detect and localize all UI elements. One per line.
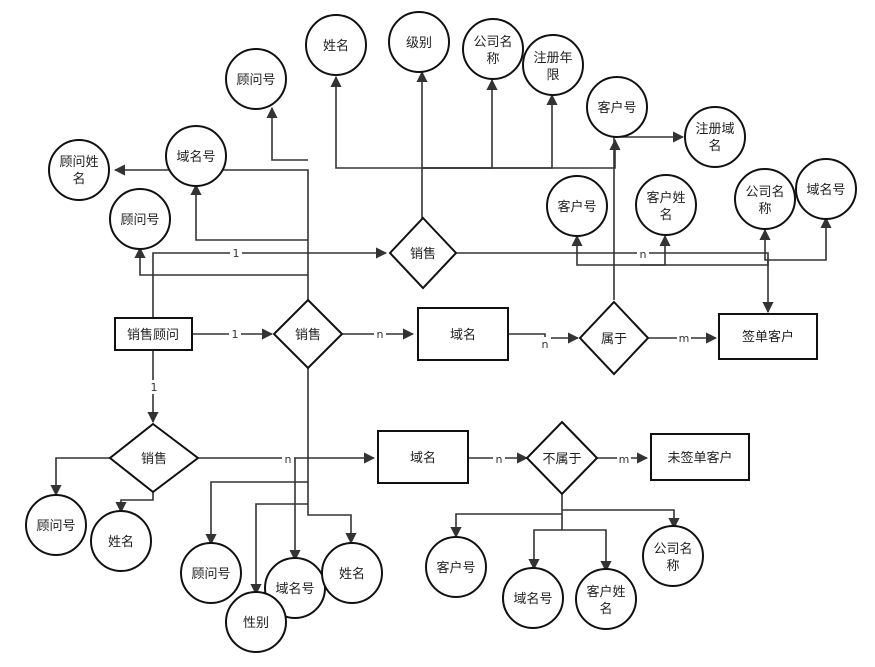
attr-customer-no-bottom-right[interactable]: 客户号 — [425, 536, 487, 598]
svg-text:注册年: 注册年 — [533, 51, 572, 66]
relation-sales-low[interactable]: 销售 — [108, 422, 200, 494]
attr-customer-no-top[interactable]: 客户号 — [586, 76, 648, 138]
attr-consultant-no-bottom-left[interactable]: 顾问号 — [25, 494, 87, 556]
entity-domain-unsigned[interactable]: 域名 — [377, 430, 469, 484]
attr-consultant-name-top[interactable]: 顾问姓 名 — [48, 139, 110, 201]
relation-sales-top[interactable]: 销售 — [388, 216, 458, 290]
svg-text:姓名: 姓名 — [108, 534, 134, 550]
svg-text:域名号: 域名号 — [176, 149, 215, 165]
svg-text:客户姓: 客户姓 — [646, 190, 685, 206]
svg-text:域名号: 域名号 — [806, 182, 845, 198]
svg-text:顾问号: 顾问号 — [236, 73, 275, 88]
entity-sales-consultant[interactable]: 销售顾问 — [114, 317, 193, 351]
svg-text:名: 名 — [659, 207, 672, 223]
attr-name-top[interactable]: 姓名 — [305, 14, 367, 76]
svg-text:名: 名 — [72, 171, 85, 187]
svg-text:域名号: 域名号 — [275, 581, 314, 597]
svg-text:签单客户: 签单客户 — [742, 329, 794, 345]
svg-text:称: 称 — [486, 52, 499, 67]
connectors — [50, 70, 832, 596]
attr-name-bottom-left[interactable]: 姓名 — [90, 510, 152, 572]
svg-text:顾问号: 顾问号 — [191, 567, 230, 582]
svg-text:顾问姓: 顾问姓 — [59, 155, 98, 170]
svg-text:限: 限 — [546, 68, 559, 83]
cardinality-not-belongs-m: m — [619, 453, 630, 466]
attr-reg-domain[interactable]: 注册域 名 — [684, 106, 746, 168]
attr-consultant-no-left[interactable]: 顾问号 — [109, 188, 171, 250]
svg-text:域名: 域名 — [410, 450, 436, 466]
cardinality-not-belongs-n: n — [496, 453, 503, 466]
attr-gender[interactable]: 性别 — [225, 591, 287, 653]
attr-consultant-no-top[interactable]: 顾问号 — [225, 48, 287, 110]
attr-name-bottom-mid[interactable]: 姓名 — [321, 542, 383, 604]
cardinality-mid-sales-1: 1 — [232, 328, 239, 341]
svg-text:公司名: 公司名 — [653, 541, 692, 557]
attr-reg-years[interactable]: 注册年 限 — [522, 34, 584, 96]
svg-text:销售: 销售 — [410, 246, 436, 262]
entity-signed-customer[interactable]: 签单客户 — [718, 313, 818, 360]
cardinality-low-sales-n: n — [285, 453, 292, 466]
attr-company-name-top[interactable]: 公司名 称 — [462, 18, 524, 80]
relation-sales-mid[interactable]: 销售 — [272, 298, 344, 370]
svg-text:顾问号: 顾问号 — [120, 213, 159, 228]
svg-text:姓名: 姓名 — [323, 38, 349, 54]
svg-text:公司名: 公司名 — [473, 34, 512, 50]
cardinality-top-sales-1: 1 — [233, 247, 240, 260]
svg-text:客户号: 客户号 — [597, 100, 636, 116]
svg-text:销售顾问: 销售顾问 — [127, 327, 179, 343]
attr-consultant-no-bottom-mid[interactable]: 顾问号 — [180, 542, 242, 604]
cardinality-belongs-m: m — [679, 332, 690, 345]
cardinality-belongs-n: n — [542, 338, 549, 351]
svg-text:客户姓: 客户姓 — [586, 584, 625, 600]
cardinality-mid-sales-n: n — [377, 328, 384, 341]
svg-text:客户号: 客户号 — [436, 560, 475, 576]
svg-text:性别: 性别 — [243, 616, 269, 631]
svg-text:域名号: 域名号 — [513, 591, 552, 607]
entity-domain-signed[interactable]: 域名 — [417, 307, 509, 361]
attr-company-name-bottom-right[interactable]: 公司名 称 — [642, 525, 704, 587]
attr-level[interactable]: 级别 — [388, 11, 450, 73]
svg-text:顾问号: 顾问号 — [36, 519, 75, 534]
svg-text:公司名: 公司名 — [745, 184, 784, 200]
svg-text:名: 名 — [708, 138, 721, 154]
attr-domain-no-bottom-right[interactable]: 域名号 — [502, 567, 564, 629]
svg-text:客户号: 客户号 — [557, 199, 596, 215]
svg-text:销售: 销售 — [141, 451, 167, 467]
svg-text:不属于: 不属于 — [542, 452, 581, 467]
svg-text:域名: 域名 — [450, 327, 476, 343]
svg-text:级别: 级别 — [406, 36, 432, 51]
relation-not-belongs[interactable]: 不属于 — [525, 420, 599, 496]
attr-domain-no-top[interactable]: 域名号 — [165, 125, 227, 187]
attr-customer-no-mid[interactable]: 客户号 — [546, 175, 608, 237]
attr-customer-name-bottom-right[interactable]: 客户姓 名 — [575, 568, 637, 630]
cardinality-low-sales-1: 1 — [151, 381, 158, 394]
svg-text:未签单客户: 未签单客户 — [667, 450, 732, 466]
attr-domain-no-right[interactable]: 域名号 — [795, 158, 857, 220]
relation-belongs[interactable]: 属于 — [578, 300, 650, 376]
svg-text:销售: 销售 — [295, 327, 321, 343]
entity-unsigned-customer[interactable]: 未签单客户 — [650, 433, 750, 481]
svg-text:属于: 属于 — [601, 332, 627, 347]
svg-text:称: 称 — [758, 202, 771, 217]
cardinality-labels: 1 1 n n m 1 n n m n — [148, 245, 691, 466]
svg-text:注册域: 注册域 — [695, 122, 734, 137]
attr-customer-name-mid[interactable]: 客户姓 名 — [635, 174, 697, 236]
cardinality-top-sales-n: n — [640, 248, 647, 261]
attr-company-name-right[interactable]: 公司名 称 — [734, 168, 796, 230]
svg-text:名: 名 — [599, 601, 612, 617]
svg-text:称: 称 — [666, 559, 679, 574]
svg-text:姓名: 姓名 — [339, 566, 365, 582]
